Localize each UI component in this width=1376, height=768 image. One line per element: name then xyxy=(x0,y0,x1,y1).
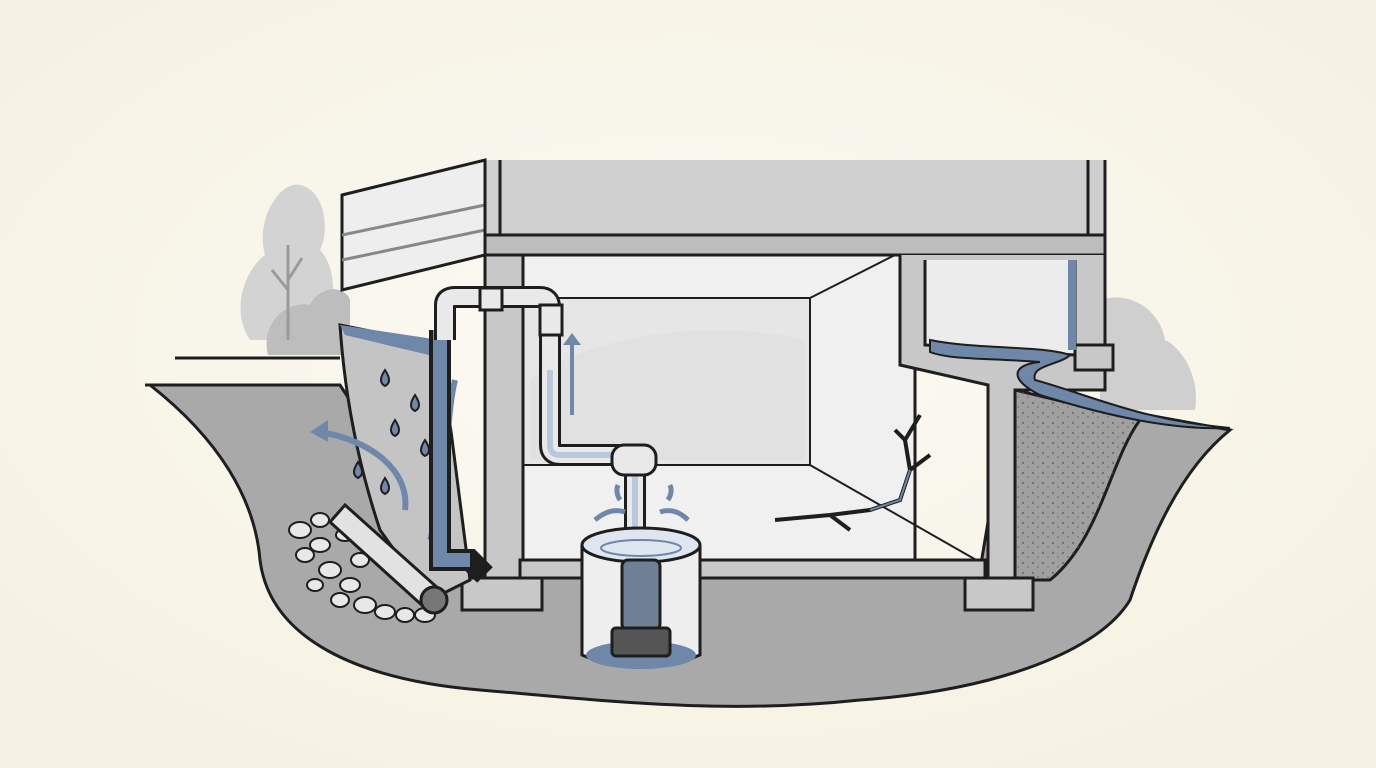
drain-pipe-icon xyxy=(327,502,449,615)
gravel-icon xyxy=(288,512,436,623)
ground xyxy=(145,383,1234,708)
footing-left xyxy=(460,576,544,612)
water-flow-right xyxy=(929,338,1231,430)
footing-right xyxy=(963,576,1035,612)
tree-icon xyxy=(240,184,350,355)
ground-line-left xyxy=(145,356,340,387)
water-drop-icon xyxy=(353,368,430,496)
discharge-pipe xyxy=(434,286,646,540)
sump-pump-icon xyxy=(580,484,702,669)
bush-right xyxy=(1100,297,1196,410)
